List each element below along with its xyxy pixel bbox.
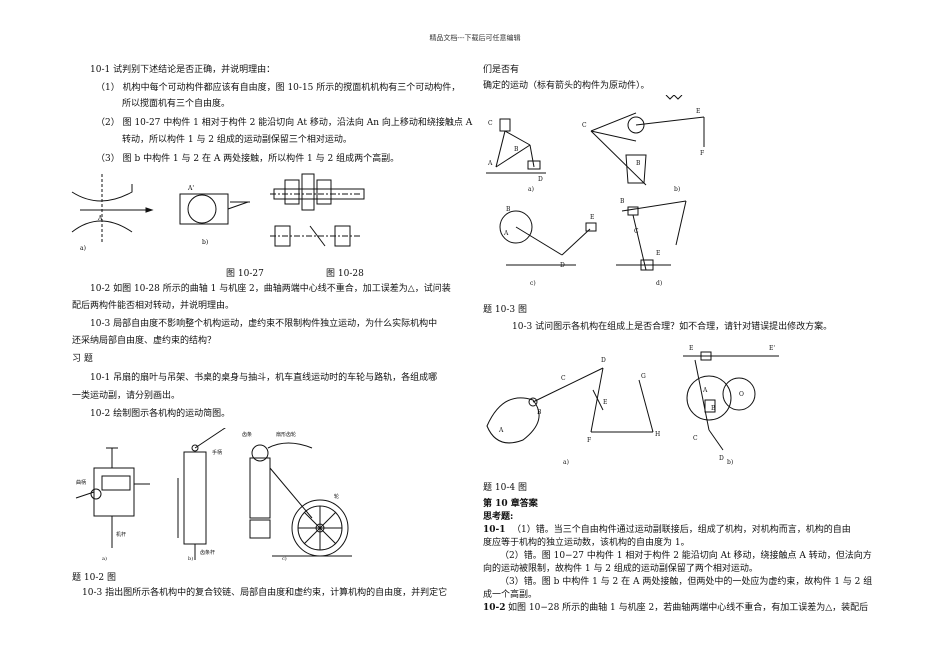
fig-label-a: a) xyxy=(80,245,86,252)
svg-text:B: B xyxy=(537,409,542,416)
svg-text:B: B xyxy=(636,160,641,167)
caption-10-27: 图 10-27 xyxy=(226,269,264,279)
answer-think-heading: 思考题: xyxy=(483,512,514,522)
figure-exercise-10-3: C B D A C B E F B A E D B C E a) b) c) d) xyxy=(486,95,726,290)
svg-text:E': E' xyxy=(769,345,775,352)
exercise-10-3: 10-3 指出图所示各机构中的复合铰链、局部自由度和虚约束，计算机构的自由度，并… xyxy=(82,588,448,598)
exercise-heading: 习 题 xyxy=(72,354,93,364)
exercise-10-1-cont: 一类运动副，请分别画出。 xyxy=(72,391,181,401)
fig4-label-a: a) xyxy=(563,459,569,466)
question-10-1: 10-1 试判别下述结论是否正确，并说明理由： xyxy=(90,65,276,75)
question-10-1-item-1-cont: 所以搅面机有三个自由度。 xyxy=(122,99,231,109)
svg-text:B: B xyxy=(514,146,519,153)
svg-text:D: D xyxy=(560,262,565,269)
label-sector-gear: 扇形齿轮 xyxy=(276,431,296,438)
label-handle: 手柄 xyxy=(212,449,222,456)
right-text-1: 们是否有 xyxy=(483,65,520,75)
caption-exercise-10-4: 题 10-4 图 xyxy=(483,483,527,493)
label-rack: 齿条 xyxy=(242,431,252,438)
svg-text:E: E xyxy=(696,108,700,115)
svg-text:G: G xyxy=(641,373,646,380)
svg-text:B: B xyxy=(620,198,625,205)
answer-10-2: 如图 10−28 所示的曲轴 1 与机座 2，若曲轴两端中心线不重合，有加工误差… xyxy=(508,603,869,613)
answer-10-1-d: 向的运动被限制，故构件 1 与 2 组成的运动副保留了两个相对运动。 xyxy=(483,564,758,574)
question-10-1-item-3: （3） 图 b 中构件 1 与 2 在 A 两处接触，所以构件 1 与 2 组成… xyxy=(96,154,400,164)
question-10-3: 10-3 局部自由度不影响整个机构运动，虚约束不限制构件独立运动，为什么实际机构… xyxy=(90,319,438,329)
right-text-2: 确定的运动（标有箭头的构件为原动件）。 xyxy=(483,81,650,91)
svg-text:C: C xyxy=(561,375,566,382)
figure-exercise-10-4: A B C D E G F H E E' A B O C D a) b) xyxy=(483,340,783,470)
caption-10-28: 图 10-28 xyxy=(326,269,364,279)
svg-text:A: A xyxy=(498,427,504,434)
figure-exercise-10-2: 曲柄 机杆 手柄 齿条杆 齿条 扇形齿轮 轮 a) b) c) xyxy=(72,428,354,564)
svg-text:C: C xyxy=(693,435,698,442)
svg-text:E: E xyxy=(590,214,594,221)
exercise-10-1: 10-1 吊扇的扇叶与吊架、书桌的桌身与抽斗，机车直线运动时的车轮与路轨，各组成… xyxy=(90,373,438,383)
svg-text:A': A' xyxy=(187,185,194,192)
label-crank: 曲柄 xyxy=(76,479,86,486)
fig3-label-c: c) xyxy=(530,280,536,287)
exercise-10-2: 10-2 绘制图示各机构的运动简图。 xyxy=(90,409,231,419)
svg-text:F: F xyxy=(587,437,591,444)
answer-title: 第 10 章答案 xyxy=(483,499,538,509)
answer-10-1-b: 度应等于机构的独立运动数，该机构的自由度为 1。 xyxy=(483,538,690,548)
question-right-10-3: 10-3 试问图示各机构在组成上是否合理？如不合理，请针对错误提出修改方案。 xyxy=(512,322,833,332)
question-10-3-cont: 还采纳局部自由度、虚约束的结构？ xyxy=(72,336,217,346)
fig2-label-a: a) xyxy=(102,555,107,562)
svg-text:F: F xyxy=(700,150,704,157)
answer-10-1-c: （2）错。图 10−27 中构件 1 相对于构件 2 能沿切向 At 移动，绕接… xyxy=(500,551,872,561)
figure-10-27-10-28: A A' a) b) xyxy=(70,172,370,254)
svg-text:E: E xyxy=(689,345,693,352)
svg-text:A: A xyxy=(487,160,493,167)
answer-10-2-num: 10-2 xyxy=(483,603,506,613)
fig2-label-b: b) xyxy=(188,555,193,562)
answer-10-1-num: 10-1 xyxy=(483,525,506,535)
caption-exercise-10-3: 题 10-3 图 xyxy=(483,305,527,315)
page-header: 精品文档---下载后可任意编辑 xyxy=(429,34,521,42)
svg-text:A: A xyxy=(702,387,708,394)
svg-text:A: A xyxy=(503,230,509,237)
svg-text:B: B xyxy=(711,405,716,412)
fig2-label-c: c) xyxy=(282,555,287,562)
answer-10-1-a: （1）错。当三个自由构件通过运动副联接后，组成了机构，对机构而言，机构的自由 xyxy=(512,525,851,535)
answer-10-1-f: 成一个高副。 xyxy=(483,590,538,600)
answer-10-1-e: （3）错。图 b 中构件 1 与 2 在 A 两处接触，但两处中的一处应为虚约束… xyxy=(500,577,873,587)
svg-text:D: D xyxy=(601,357,606,364)
question-10-1-item-2: （2） 图 10-27 中构件 1 相对于构件 2 能沿切向 At 移动，沿法向… xyxy=(96,118,473,128)
fig3-label-a: a) xyxy=(528,186,534,193)
svg-text:O: O xyxy=(739,391,744,398)
svg-text:E: E xyxy=(603,399,607,406)
svg-text:D: D xyxy=(538,176,543,183)
fig4-label-b: b) xyxy=(727,459,733,466)
fig-label-b: b) xyxy=(202,239,208,246)
caption-exercise-10-2: 题 10-2 图 xyxy=(72,573,116,583)
label-rack-rod: 齿条杆 xyxy=(200,549,215,556)
question-10-2: 10-2 如图 10-28 所示的曲轴 1 与机座 2，曲轴两端中心线不重合，加… xyxy=(90,284,451,294)
svg-text:D: D xyxy=(719,455,724,462)
svg-text:B: B xyxy=(506,206,511,213)
question-10-1-item-1: （1） 机构中每个可动构件都应该有自由度，图 10-15 所示的搅面机机构有三个… xyxy=(96,83,461,93)
question-10-1-item-2-cont: 转动，所以构件 1 与 2 组成的运动副保留三个相对运动。 xyxy=(122,135,352,145)
svg-text:C: C xyxy=(582,122,587,129)
svg-text:H: H xyxy=(655,431,660,438)
fig3-label-b: b) xyxy=(674,186,680,193)
label-link: 机杆 xyxy=(116,531,126,538)
svg-text:E: E xyxy=(656,250,660,257)
label-wheel: 轮 xyxy=(334,493,339,500)
svg-text:C: C xyxy=(634,228,639,235)
svg-text:C: C xyxy=(488,120,493,127)
svg-text:A: A xyxy=(97,215,103,222)
question-10-2-cont: 配后两构件能否相对转动，并说明理由。 xyxy=(72,301,235,311)
fig3-label-d: d) xyxy=(656,280,662,287)
